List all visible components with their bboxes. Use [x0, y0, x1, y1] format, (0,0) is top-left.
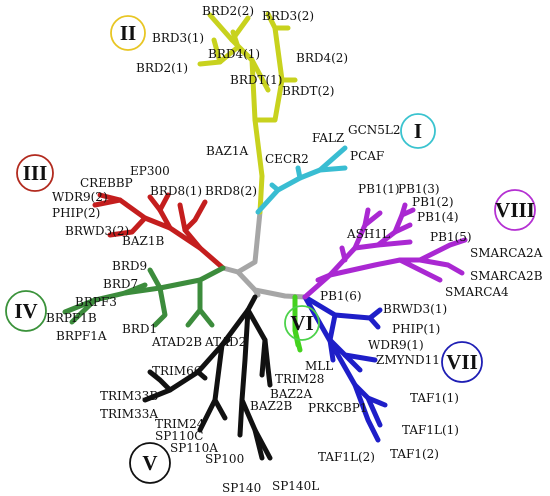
leaf-label: BAZ2B [250, 399, 292, 413]
family-VIII-numeral: VIII [495, 198, 535, 222]
leaf-label: WDR9(2) [52, 190, 108, 204]
leaf-label: TAF1(1) [410, 391, 459, 405]
leaf-label: TRIM66 [152, 364, 201, 378]
leaf-label: PHIP(1) [392, 322, 440, 336]
leaf-label: SMARCA2A [470, 246, 543, 260]
family-III-branches [92, 192, 226, 271]
leaf-label: TRIM33B [100, 389, 158, 403]
leaf-label: BRD7 [103, 277, 138, 291]
family-I-circle [400, 113, 436, 149]
leaf-label: BAZ1A [206, 144, 248, 158]
leaf-label: SMARCA4 [445, 285, 509, 299]
root-branches [220, 209, 308, 300]
leaf-label: ATAD2B [151, 335, 202, 349]
leaf-label: BRPF1A [56, 329, 107, 343]
leaf-label: SP140 [222, 481, 261, 495]
family-IV-branches [62, 265, 226, 328]
family-VII-numeral: VII [446, 350, 478, 374]
leaf-label: BRD4(2) [296, 51, 348, 65]
leaf-label: TRIM33A [100, 407, 158, 421]
leaf-labels: BRD2(2) BRD3(2) BRD3(1) BRD4(1) BRD4(2) … [46, 4, 543, 495]
leaf-label: BRD1 [122, 322, 157, 336]
leaf-label: CECR2 [265, 152, 309, 166]
leaf-label: PRKCBP1 [308, 401, 367, 415]
family-VI-numeral: VI [290, 311, 313, 335]
family-V-numeral: V [142, 451, 157, 475]
family-VII-circle [441, 341, 483, 383]
family-I-branches [255, 145, 348, 215]
leaf-label: BAZ2A [270, 387, 312, 401]
leaf-label: BRDT(2) [282, 84, 334, 98]
leaf-label: BRD9 [112, 259, 147, 273]
leaf-label: BRD3(2) [262, 9, 314, 23]
leaf-label: SP100 [205, 452, 244, 466]
leaf-label: ZMYND11 [376, 353, 440, 367]
leaf-label: BRD4(1) [208, 47, 260, 61]
family-III-numeral: III [23, 161, 48, 185]
leaf-label: SP140L [272, 479, 319, 493]
family-V-branches [142, 294, 273, 461]
leaf-label: SP110C [155, 429, 203, 443]
leaf-label: TAF1L(2) [318, 450, 375, 464]
family-V-circle [129, 442, 171, 484]
leaf-label: CREBBP [80, 176, 133, 190]
family-II-circle [110, 15, 146, 51]
family-II-branches [197, 11, 298, 215]
leaf-label: TAF1L(1) [402, 423, 459, 437]
family-I-numeral: I [414, 119, 422, 143]
leaf-label: TRIM24 [155, 417, 205, 431]
family-markers: II I III VIII IV VI VII V [5, 15, 536, 484]
leaf-label: PCAF [350, 149, 384, 163]
leaf-label: GCN5L2 [348, 123, 401, 137]
leaf-label: MLL [305, 359, 333, 373]
leaf-label: BRWD3(2) [65, 224, 129, 238]
leaf-label: BRPF1B [46, 311, 97, 325]
family-VI-circle [284, 305, 320, 341]
leaf-label: EP300 [130, 164, 170, 178]
leaf-label: BRD2(1) [136, 61, 188, 75]
leaf-label: BRD8(2) [205, 184, 257, 198]
leaf-label: ASH1L [346, 227, 390, 241]
leaf-label: PB1(4) [417, 210, 459, 224]
family-VIII-branches [302, 202, 468, 300]
family-VII-branches [302, 294, 388, 443]
leaf-label: TAF1(2) [390, 447, 439, 461]
leaf-label: PB1(6) [320, 289, 362, 303]
family-II-numeral: II [120, 21, 136, 45]
family-III-circle [16, 154, 54, 192]
leaf-label: BRD8(1) [150, 184, 202, 198]
leaf-label: PB1(5) [430, 230, 472, 244]
leaf-label: BRDT(1) [230, 73, 282, 87]
leaf-label: PB1(3) [398, 182, 440, 196]
leaf-label: BRWD3(1) [383, 302, 447, 316]
leaf-label: BRPF3 [75, 295, 117, 309]
leaf-label: TRIM28 [275, 372, 324, 386]
leaf-label: BRD3(1) [152, 31, 204, 45]
leaf-label: PB1(2) [412, 195, 454, 209]
leaf-label: BRD2(2) [202, 4, 254, 18]
leaf-label: SP110A [170, 441, 218, 455]
family-VIII-circle [494, 189, 536, 231]
leaf-label: SMARCA2B [470, 269, 543, 283]
family-IV-numeral: IV [14, 299, 37, 323]
leaf-label: BAZ1B [122, 234, 164, 248]
leaf-label: ATAD2 [204, 335, 246, 349]
leaf-label: FALZ [312, 131, 344, 145]
family-IV-circle [5, 290, 47, 332]
leaf-label: WDR9(1) [368, 338, 424, 352]
leaf-label: PHIP(2) [52, 206, 100, 220]
leaf-label: PB1(1) [358, 182, 400, 196]
